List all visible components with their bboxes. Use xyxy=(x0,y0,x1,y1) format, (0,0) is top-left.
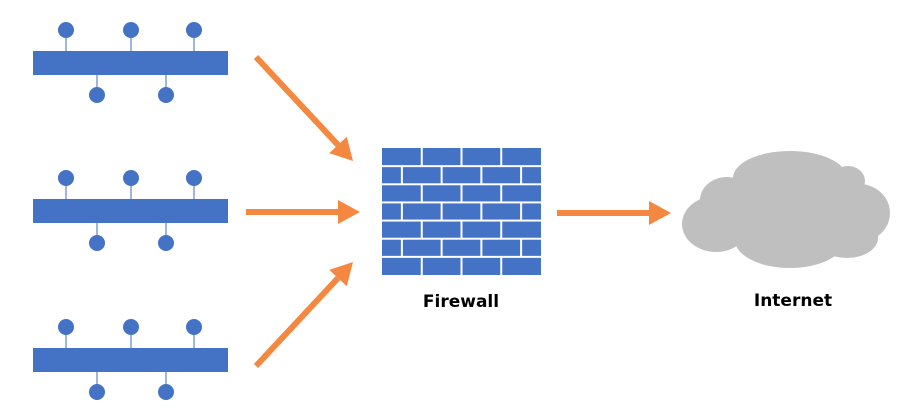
cloud-part xyxy=(705,206,875,242)
firewall-brick xyxy=(422,185,461,202)
firewall-label: Firewall xyxy=(422,292,500,312)
firewall-brick xyxy=(522,167,541,184)
firewall-brick xyxy=(522,203,541,220)
firewall-brick xyxy=(382,148,421,166)
arrow-head xyxy=(649,201,671,225)
firewall-brick xyxy=(482,239,521,256)
firewall-brick xyxy=(462,221,501,238)
firewall-brick xyxy=(402,239,441,256)
firewall-brick xyxy=(382,185,421,202)
network-1 xyxy=(33,22,228,103)
firewall-brick xyxy=(522,239,541,256)
network-node xyxy=(123,22,139,38)
arrow-head xyxy=(329,136,353,161)
internet-label: Internet xyxy=(753,291,833,311)
arrow-network-3-to-firewall xyxy=(253,262,353,369)
firewall-brick xyxy=(442,239,481,256)
network-2 xyxy=(33,170,228,251)
network-node xyxy=(89,384,105,400)
network-node xyxy=(186,22,202,38)
networks xyxy=(33,22,228,400)
firewall-brick xyxy=(422,148,461,166)
firewall-brick xyxy=(382,257,421,275)
firewall-brick xyxy=(502,185,541,202)
firewall-brick xyxy=(422,257,461,275)
arrow-shaft xyxy=(253,276,341,369)
network-3 xyxy=(33,319,228,400)
firewall-brick xyxy=(422,221,461,238)
network-bus xyxy=(33,199,228,223)
firewall-brick xyxy=(462,185,501,202)
network-node xyxy=(89,235,105,251)
firewall-brick xyxy=(382,239,401,256)
firewall-brick xyxy=(382,167,401,184)
network-bus xyxy=(33,51,228,75)
firewall-icon xyxy=(382,148,541,275)
arrow-shaft xyxy=(253,54,341,147)
firewall-brick xyxy=(482,167,521,184)
firewall-brick xyxy=(462,257,501,275)
network-bus xyxy=(33,348,228,372)
firewall-brick xyxy=(442,203,481,220)
arrow-network-2-to-firewall xyxy=(246,200,360,224)
firewall-brick xyxy=(502,221,541,238)
network-node xyxy=(158,384,174,400)
network-node xyxy=(89,87,105,103)
firewall-brick xyxy=(402,203,441,220)
firewall-brick xyxy=(382,203,401,220)
connection-arrows xyxy=(246,54,671,369)
network-node xyxy=(158,87,174,103)
network-node xyxy=(58,22,74,38)
network-node xyxy=(123,319,139,335)
network-node xyxy=(58,170,74,186)
cloud-icon xyxy=(682,151,890,268)
arrow-head xyxy=(338,200,360,224)
arrow-head xyxy=(329,262,353,287)
firewall-brick xyxy=(482,203,521,220)
firewall-brick xyxy=(462,148,501,166)
firewall-brick xyxy=(402,167,441,184)
arrow-network-1-to-firewall xyxy=(253,54,353,161)
network-node xyxy=(58,319,74,335)
firewall-brick xyxy=(442,167,481,184)
network-node xyxy=(186,319,202,335)
network-node xyxy=(158,235,174,251)
network-node xyxy=(123,170,139,186)
network-node xyxy=(186,170,202,186)
firewall-brick xyxy=(382,221,421,238)
firewall-brick xyxy=(502,257,541,275)
firewall-brick xyxy=(502,148,541,166)
arrow-firewall-to-internet xyxy=(557,201,671,225)
